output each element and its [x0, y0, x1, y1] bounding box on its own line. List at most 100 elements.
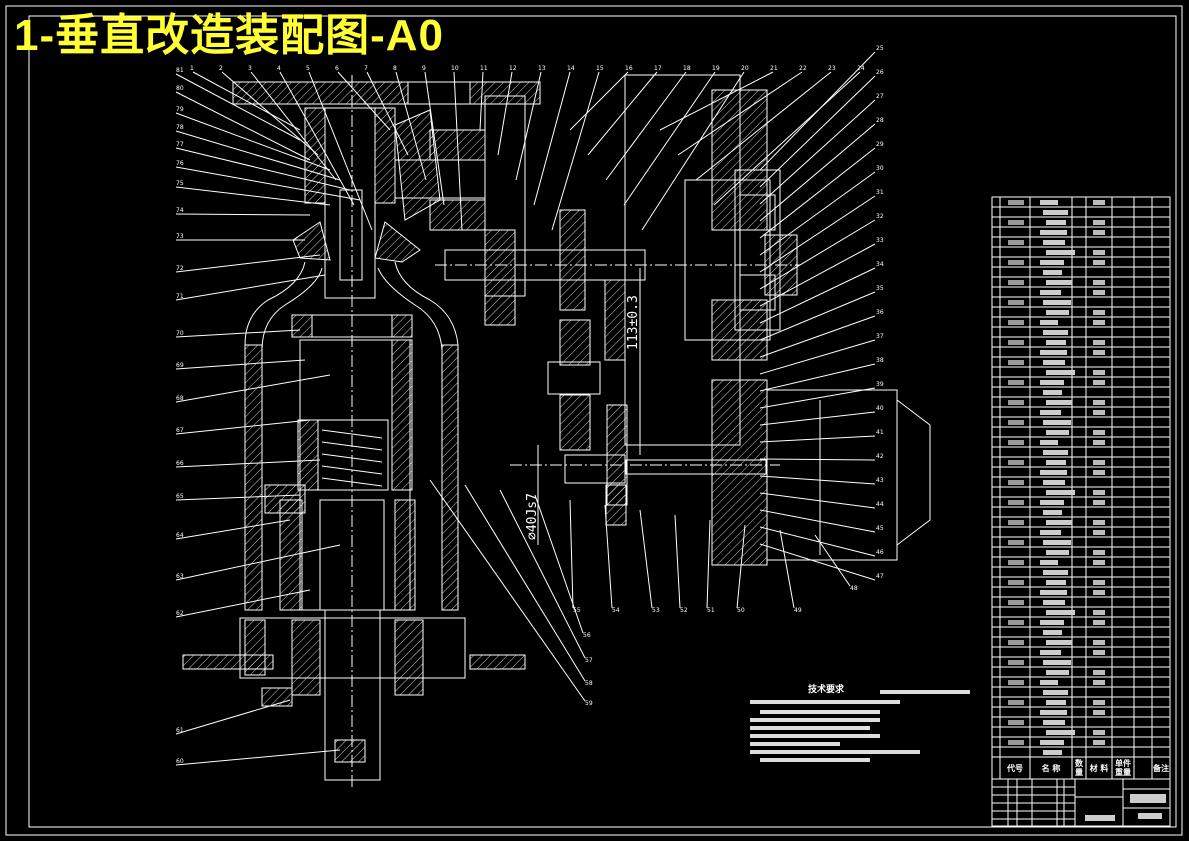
leader-line: [759, 99, 876, 205]
part-label-46: 46: [876, 549, 884, 556]
bom-header-name: 名 称: [1041, 763, 1061, 773]
part-label-8: 8: [393, 65, 397, 72]
leader-line: [659, 71, 774, 131]
part-label-74: 74: [176, 207, 184, 214]
part-label-63: 63: [176, 573, 184, 580]
vertical-head-section: [182, 75, 541, 790]
bom-header-material: 材 料: [1089, 763, 1109, 773]
leader-line: [499, 489, 586, 659]
part-label-14: 14: [567, 65, 575, 72]
bill-of-materials: [991, 196, 1171, 827]
leader-line: [175, 91, 311, 161]
requirement-text-line: [750, 718, 880, 722]
part-label-31: 31: [876, 189, 884, 196]
leader-line: [337, 71, 391, 131]
part-label-45: 45: [876, 525, 884, 532]
leader-line: [175, 519, 291, 540]
part-label-34: 34: [876, 261, 884, 268]
leader-line: [759, 475, 876, 485]
part-label-72: 72: [176, 265, 184, 272]
leader-line: [175, 699, 291, 735]
leader-line: [366, 71, 409, 156]
part-label-9: 9: [422, 65, 426, 72]
leader-line: [175, 130, 341, 181]
leader-line: [677, 71, 803, 156]
part-label-53: 53: [652, 607, 660, 614]
leader-line: [759, 363, 876, 392]
leader-line: [759, 315, 876, 358]
leader-line: [175, 73, 301, 141]
leader-line: [308, 71, 373, 231]
leader-line: [175, 419, 311, 435]
leader-line: [175, 749, 341, 766]
leader-line: [674, 514, 681, 609]
part-label-49: 49: [794, 607, 802, 614]
part-label-32: 32: [876, 213, 884, 220]
leader-line: [587, 71, 658, 156]
part-label-11: 11: [480, 65, 488, 72]
leader-line: [551, 71, 600, 231]
leader-line: [695, 71, 832, 181]
leader-line: [759, 509, 876, 533]
part-label-65: 65: [176, 493, 184, 500]
part-label-77: 77: [176, 141, 184, 148]
part-label-61: 61: [176, 727, 184, 734]
part-label-59: 59: [585, 700, 593, 707]
part-label-6: 6: [335, 65, 339, 72]
part-label-56: 56: [583, 632, 591, 639]
part-label-43: 43: [876, 477, 884, 484]
leader-line: [604, 504, 613, 609]
part-label-48: 48: [850, 585, 858, 592]
part-label-66: 66: [176, 460, 184, 467]
leader-line: [175, 544, 341, 581]
leader-line: [779, 529, 795, 609]
leader-line: [759, 291, 876, 341]
leader-line: [569, 499, 574, 609]
leader-line: [759, 51, 876, 171]
part-label-41: 41: [876, 429, 884, 436]
leader-line: [175, 274, 326, 301]
part-label-73: 73: [176, 233, 184, 240]
part-label-26: 26: [876, 69, 884, 76]
part-label-7: 7: [364, 65, 368, 72]
part-label-21: 21: [770, 65, 778, 72]
technical-requirements: 技术要求: [750, 683, 970, 762]
part-label-35: 35: [876, 285, 884, 292]
part-label-64: 64: [176, 532, 184, 539]
part-label-54: 54: [612, 607, 620, 614]
leader-line: [713, 71, 861, 206]
leader-line: [175, 213, 311, 216]
leader-line: [759, 267, 876, 324]
requirement-text-line: [750, 700, 900, 704]
part-label-55: 55: [573, 607, 581, 614]
bom-header-code: 代号: [1007, 763, 1023, 773]
leader-line: [759, 243, 876, 307]
part-label-37: 37: [876, 333, 884, 340]
part-label-40: 40: [876, 405, 884, 412]
leader-line: [175, 147, 351, 191]
part-label-50: 50: [737, 607, 745, 614]
part-label-70: 70: [176, 330, 184, 337]
part-label-36: 36: [876, 309, 884, 316]
part-label-28: 28: [876, 117, 884, 124]
leader-line: [279, 71, 355, 206]
part-label-38: 38: [876, 357, 884, 364]
part-label-71: 71: [176, 293, 184, 300]
leader-line: [453, 71, 463, 231]
leader-line: [759, 387, 876, 409]
outer-frame: [5, 5, 1183, 836]
requirement-text-line: [880, 690, 970, 694]
requirement-text-line: [750, 742, 840, 746]
part-label-60: 60: [176, 758, 184, 765]
requirement-text-line: [760, 758, 870, 762]
leader-line: [759, 195, 876, 273]
part-label-30: 30: [876, 165, 884, 172]
part-label-58: 58: [585, 680, 593, 687]
leader-line: [759, 75, 876, 188]
part-label-24: 24: [857, 65, 865, 72]
leader-line: [175, 494, 301, 501]
dimension-diameter-40: ⌀40Js7: [525, 493, 540, 540]
leader-line: [759, 123, 876, 222]
leader-line: [759, 339, 876, 375]
